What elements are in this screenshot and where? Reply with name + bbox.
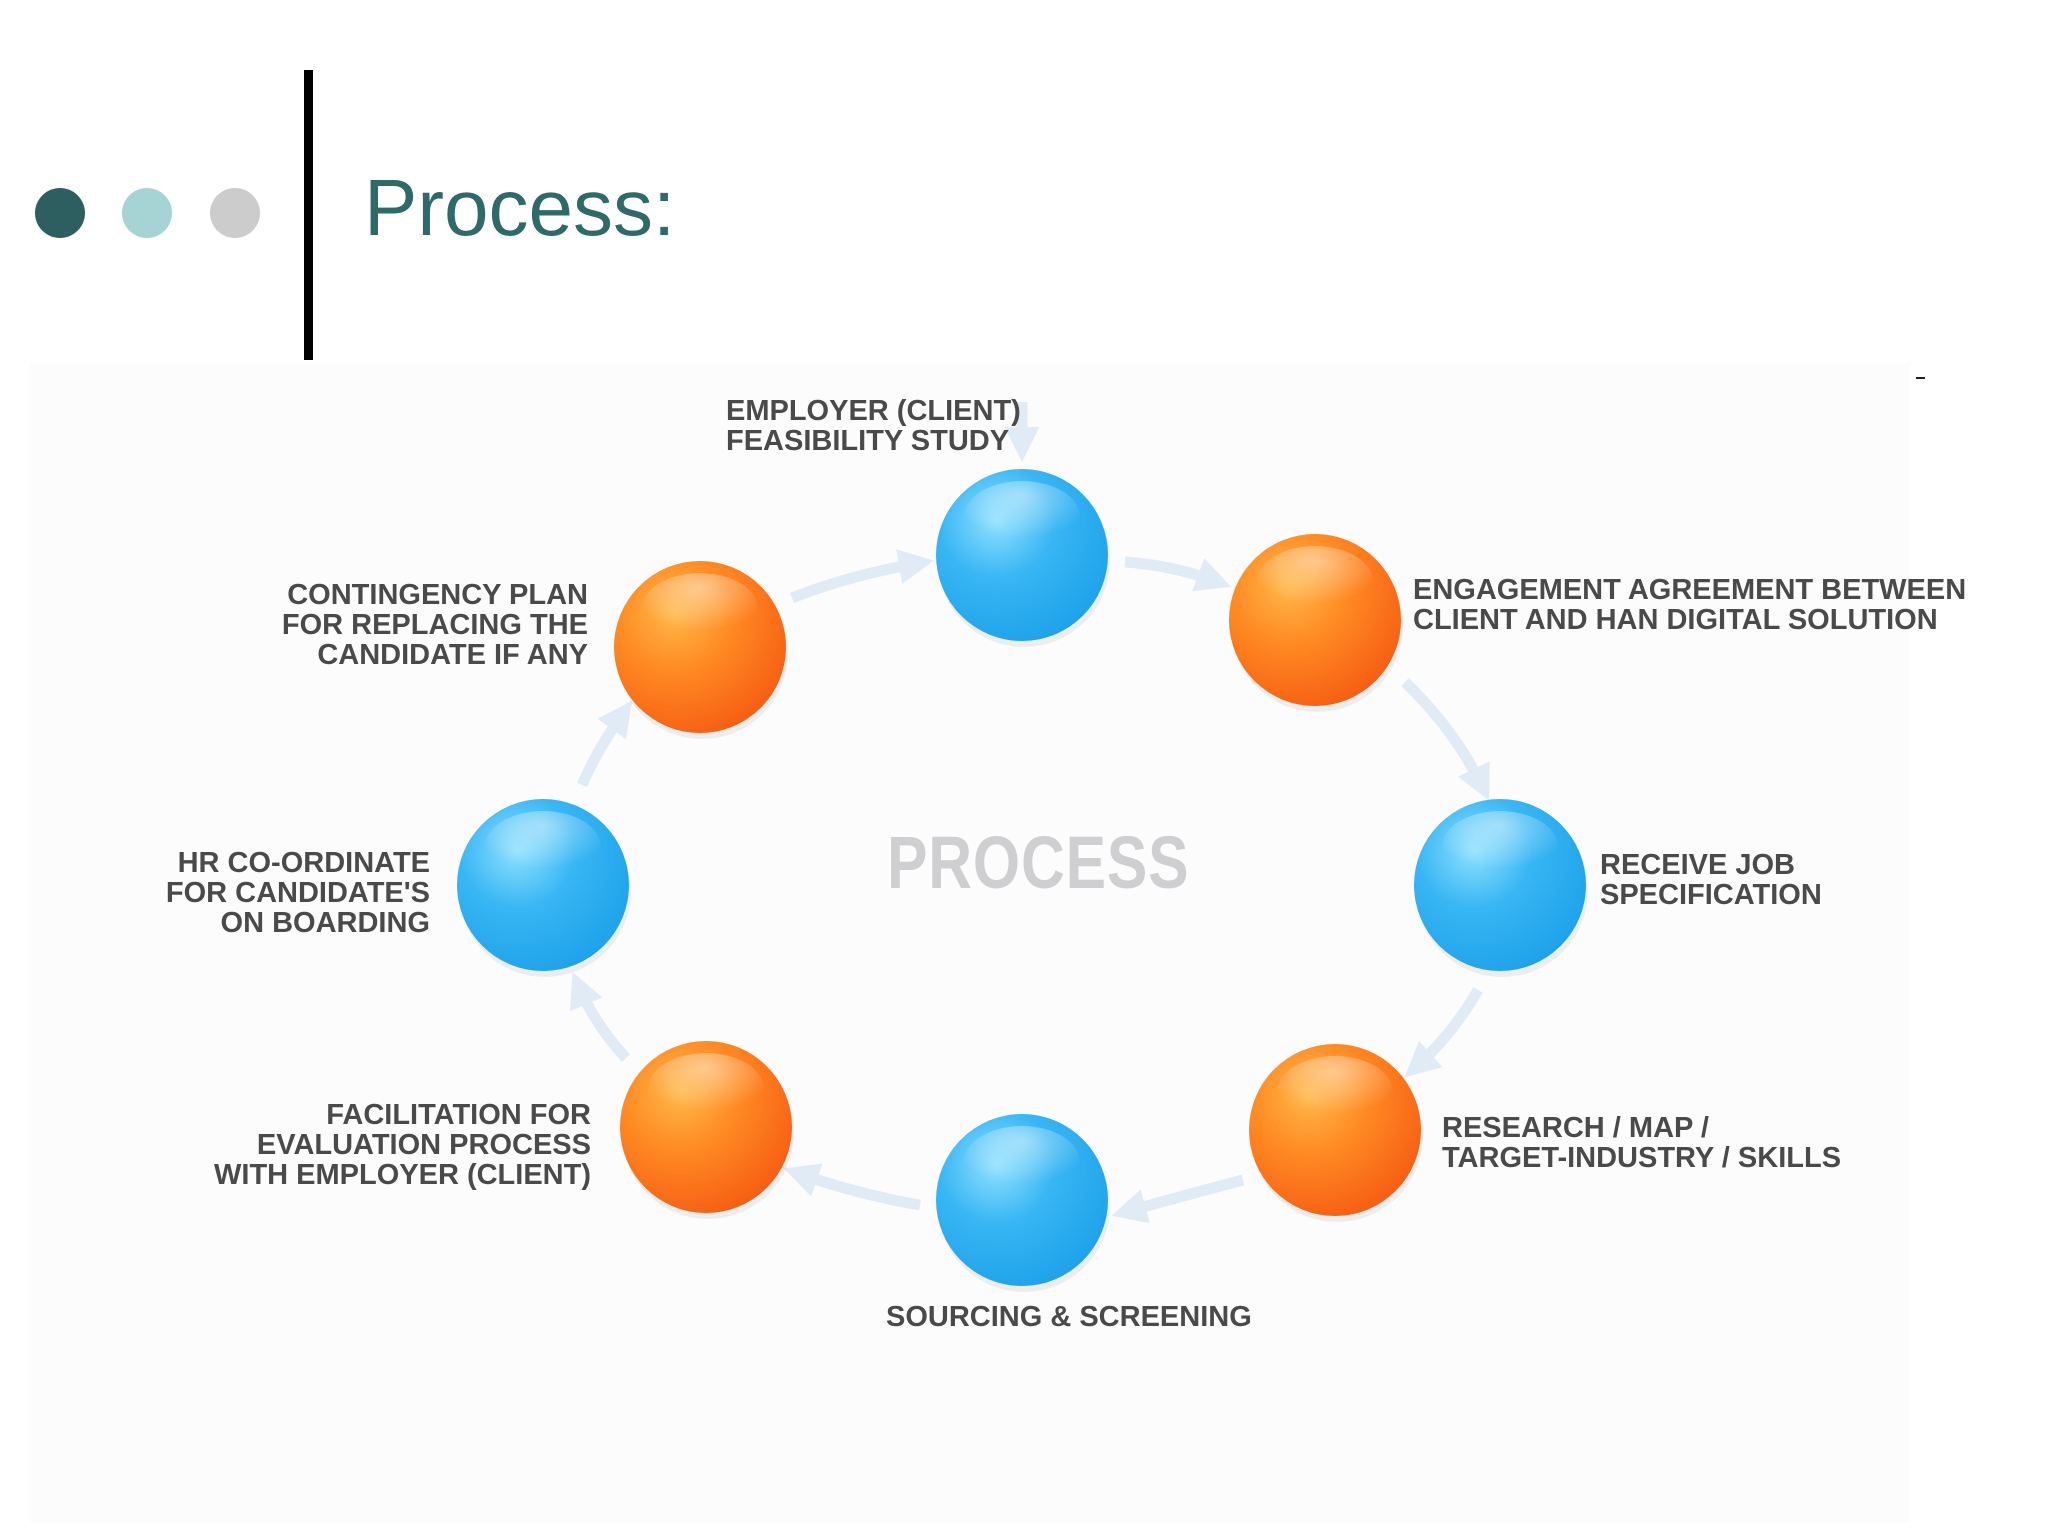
step-label-line: CANDIDATE IF ANY (317, 639, 588, 671)
step-label-line: EVALUATION PROCESS (256, 1129, 591, 1161)
step-label-line: EMPLOYER (CLIENT) (726, 395, 1021, 427)
process-node-orange (1249, 1044, 1423, 1222)
step-label-line: TARGET-INDUSTRY / SKILLS (1442, 1142, 1842, 1174)
flow-arrow (576, 700, 633, 788)
process-node-blue (936, 1114, 1110, 1292)
dark-teal-bullet-dot (35, 188, 85, 238)
step-label-line: FOR CANDIDATE'S (165, 877, 430, 909)
step-label-engagement-agreement: ENGAGEMENT AGREEMENT BETWEEN CLIENT AND … (1413, 575, 1966, 635)
flow-arrow (1111, 1174, 1245, 1224)
step-label-sourcing-screening: SOURCING & SCREENING (886, 1302, 1252, 1332)
step-label-research-map: RESEARCH / MAP / TARGET-INDUSTRY / SKILL… (1442, 1113, 1841, 1173)
step-label-line: FACILITATION FOR (326, 1099, 591, 1131)
step-label-receive-job-specification: RECEIVE JOB SPECIFICATION (1600, 850, 1822, 910)
flow-arrow (1124, 556, 1232, 592)
grey-bullet-dot (210, 188, 260, 238)
step-label-facilitation-evaluation: FACILITATION FOR EVALUATION PROCESS WITH… (214, 1100, 591, 1190)
step-label-line: SPECIFICATION (1600, 879, 1822, 911)
step-label-line: CONTINGENCY PLAN (287, 579, 588, 611)
title-divider-rule (304, 70, 313, 360)
step-label-feasibility-study: EMPLOYER (CLIENT) FEASIBILITY STUDY (726, 396, 1021, 456)
step-label-line: ENGAGEMENT AGREEMENT BETWEEN (1413, 574, 1967, 606)
step-label-line: RECEIVE JOB (1600, 849, 1795, 881)
stray-dash-mark (1916, 377, 1925, 379)
step-label-line: FOR REPLACING THE (281, 609, 588, 641)
center-process-label: PROCESS (887, 821, 1190, 904)
step-label-line: HR CO-ORDINATE (177, 847, 430, 879)
step-label-line: SOURCING & SCREENING (886, 1301, 1252, 1333)
flow-arrow (789, 549, 934, 604)
step-label-line: RESEARCH / MAP / (1442, 1112, 1709, 1144)
process-node-orange (1229, 534, 1403, 712)
step-label-line: WITH EMPLOYER (CLIENT) (214, 1159, 591, 1191)
light-teal-bullet-dot (122, 188, 172, 238)
process-node-orange (614, 561, 788, 739)
flow-arrow (1404, 987, 1483, 1078)
step-label-line: FEASIBILITY STUDY (726, 425, 1010, 457)
step-label-hr-onboarding: HR CO-ORDINATE FOR CANDIDATE'S ON BOARDI… (166, 848, 430, 938)
step-label-contingency-plan: CONTINGENCY PLAN FOR REPLACING THE CANDI… (282, 580, 588, 670)
process-node-orange (620, 1041, 794, 1219)
page-title: Process: (364, 163, 676, 252)
step-label-line: ON BOARDING (220, 907, 430, 939)
process-node-blue (936, 469, 1110, 647)
flow-arrow (783, 1163, 921, 1211)
process-node-blue (457, 799, 631, 977)
process-node-blue (1414, 799, 1588, 977)
flow-arrow (1401, 678, 1490, 801)
flow-arrow (570, 972, 631, 1062)
step-label-line: CLIENT AND HAN DIGITAL SOLUTION (1413, 604, 1938, 636)
